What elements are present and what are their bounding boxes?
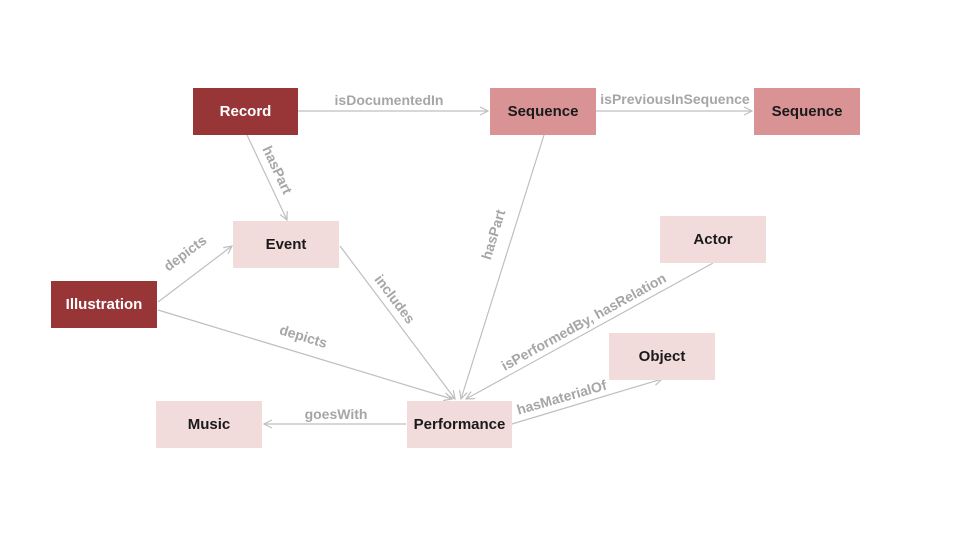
label-sequence-sequence: isPreviousInSequence <box>600 91 750 107</box>
edge-performance-object <box>511 379 662 425</box>
node-music[interactable]: Music <box>156 401 262 448</box>
node-performance[interactable]: Performance <box>407 401 512 448</box>
edge-record-event <box>246 134 287 220</box>
node-event[interactable]: Event <box>233 221 339 268</box>
label-sequence-performance: hasPart <box>478 207 508 261</box>
edge-illustration-event <box>157 246 232 303</box>
edge-illustration-performance <box>157 309 452 399</box>
label-record-event: hasPart <box>259 143 295 197</box>
label-performance-music: goesWith <box>305 406 368 422</box>
label-performance-object: hasMaterialOf <box>515 377 609 418</box>
node-sequence-1[interactable]: Sequence <box>490 88 596 135</box>
node-actor[interactable]: Actor <box>660 216 766 263</box>
node-object[interactable]: Object <box>609 333 715 380</box>
node-record[interactable]: Record <box>193 88 298 135</box>
node-sequence-2[interactable]: Sequence <box>754 88 860 135</box>
edge-event-performance <box>339 245 455 399</box>
edge-sequence-performance <box>461 134 545 399</box>
label-illustration-performance: depicts <box>278 321 330 351</box>
node-illustration[interactable]: Illustration <box>51 281 157 328</box>
label-record-sequence: isDocumentedIn <box>335 92 444 108</box>
edge-actor-performance <box>466 262 714 399</box>
label-illustration-event: depicts <box>161 232 210 274</box>
